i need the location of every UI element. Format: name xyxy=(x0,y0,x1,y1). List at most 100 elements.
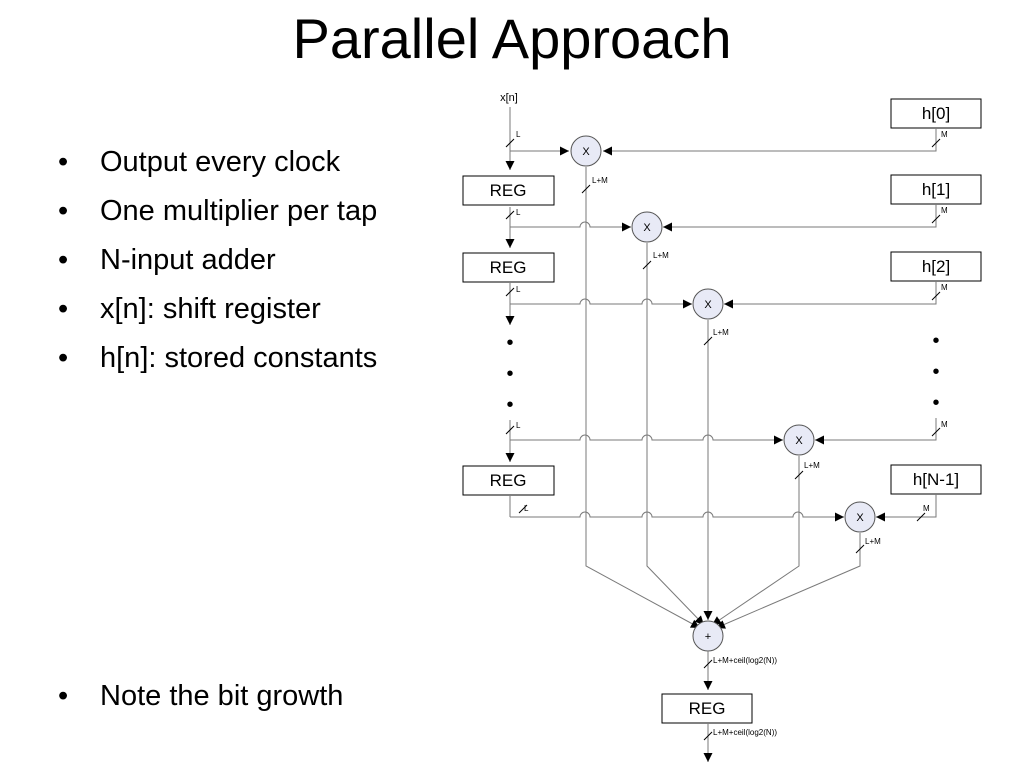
width-tick-product: L+M xyxy=(642,251,669,270)
width-tick-output: L+M+ceil(log2(N)) xyxy=(703,728,777,741)
coef-wire xyxy=(876,494,937,522)
bullet-marker: • xyxy=(58,195,69,227)
svg-text:L: L xyxy=(516,421,521,430)
multiplier-0: X xyxy=(570,135,602,167)
svg-text:M: M xyxy=(941,420,948,429)
svg-text:X: X xyxy=(582,146,590,158)
bullet-marker: • xyxy=(58,244,69,276)
bullet-text: h[n]: stored constants xyxy=(100,342,378,374)
product-wire xyxy=(646,243,705,626)
ellipsis-dot: • xyxy=(506,394,513,416)
output-register: REG xyxy=(661,693,753,724)
coef-wire xyxy=(724,281,937,309)
coef-wire xyxy=(815,418,937,445)
bullet-marker: • xyxy=(58,680,69,712)
product-wire xyxy=(711,456,800,626)
svg-text:h[2]: h[2] xyxy=(922,257,950,276)
coefficient-h1: h[1] xyxy=(890,174,982,205)
bullet-item: • Output every clock xyxy=(58,138,377,187)
coefficient-hN-1: h[N-1] xyxy=(890,464,982,495)
ellipsis-dot: • xyxy=(506,332,513,354)
width-tick-h: M xyxy=(931,206,948,224)
svg-text:L: L xyxy=(516,285,521,294)
svg-text:M: M xyxy=(941,283,948,292)
svg-text:L: L xyxy=(516,130,521,139)
svg-text:M: M xyxy=(941,130,948,139)
svg-text:X: X xyxy=(643,222,651,234)
bullet-text: x[n]: shift register xyxy=(100,293,321,325)
bullet-marker: • xyxy=(58,146,69,178)
width-tick-x: L xyxy=(518,504,529,514)
coef-wire xyxy=(663,204,937,232)
width-tick-product: L+M xyxy=(581,176,608,194)
bullet-text: One multiplier per tap xyxy=(100,195,378,227)
ellipsis-dot: • xyxy=(932,361,939,383)
width-tick-product: L+M xyxy=(703,328,729,346)
width-tick-x: L xyxy=(505,421,521,435)
svg-text:REG: REG xyxy=(689,699,726,718)
svg-text:L+M+ceil(log2(N)): L+M+ceil(log2(N)) xyxy=(713,656,777,665)
bullet-marker: • xyxy=(58,342,69,374)
width-tick-x: L xyxy=(505,208,521,220)
svg-text:L+M: L+M xyxy=(804,461,820,470)
svg-text:h[N-1]: h[N-1] xyxy=(913,470,959,489)
svg-text:M: M xyxy=(923,504,930,513)
width-tick-h: M xyxy=(931,130,948,148)
bullet-item: • N-input adder xyxy=(58,236,377,285)
svg-text:X: X xyxy=(795,435,803,447)
shift-register-n: REG xyxy=(462,465,555,496)
width-tick-product: L+M xyxy=(794,461,820,480)
bullet-text: Note the bit growth xyxy=(100,680,344,712)
adder: + xyxy=(692,620,724,652)
shift-register-1: REG xyxy=(462,252,555,283)
product-wire xyxy=(715,533,861,629)
svg-text:X: X xyxy=(856,512,864,524)
input-label: x[n] xyxy=(500,92,518,104)
width-tick-h: M xyxy=(916,504,930,522)
svg-text:L+M: L+M xyxy=(592,176,608,185)
multiplier-2: X xyxy=(692,288,724,320)
svg-text:L+M: L+M xyxy=(713,328,729,337)
multiplier-1: X xyxy=(631,211,663,243)
shift-register-0: REG xyxy=(462,175,555,206)
width-tick-h: M xyxy=(931,420,948,437)
bullet-item: • x[n]: shift register xyxy=(58,285,377,334)
bullet-text: N-input adder xyxy=(100,244,276,276)
width-tick-x: L xyxy=(505,130,521,148)
multiplier-n-2: X xyxy=(783,424,815,456)
slide-title: Parallel Approach xyxy=(292,7,732,70)
svg-text:+: + xyxy=(705,631,711,643)
svg-text:L+M: L+M xyxy=(653,251,669,260)
svg-text:L: L xyxy=(516,208,521,217)
bullet-list-bottom: • Note the bit growth xyxy=(58,672,343,721)
ellipsis-dot: • xyxy=(506,363,513,385)
register-label: REG xyxy=(490,181,527,200)
ellipsis-dot: • xyxy=(932,392,939,414)
svg-text:L+M: L+M xyxy=(865,537,881,546)
multiplier-n-1: X xyxy=(844,501,876,533)
width-tick-x: L xyxy=(505,285,521,297)
coef-wire xyxy=(603,128,937,156)
register-label: REG xyxy=(490,471,527,490)
svg-text:L+M+ceil(log2(N)): L+M+ceil(log2(N)) xyxy=(713,728,777,737)
tap-wire xyxy=(510,511,844,522)
svg-text:M: M xyxy=(941,206,948,215)
svg-text:h[0]: h[0] xyxy=(922,104,950,123)
tap-wire xyxy=(510,221,631,232)
width-tick-sum: L+M+ceil(log2(N)) xyxy=(703,656,777,669)
svg-text:X: X xyxy=(704,299,712,311)
bullet-item: • One multiplier per tap xyxy=(58,187,377,236)
svg-text:h[1]: h[1] xyxy=(922,180,950,199)
ellipsis-dot: • xyxy=(932,330,939,352)
coefficient-h2: h[2] xyxy=(890,251,982,282)
bullet-marker: • xyxy=(58,293,69,325)
tap-wire xyxy=(510,298,692,309)
width-tick-h: M xyxy=(931,283,948,301)
bullet-list: • Output every clock • One multiplier per … xyxy=(58,138,377,383)
register-label: REG xyxy=(490,258,527,277)
bullet-text: Output every clock xyxy=(100,146,341,178)
bullet-item: • h[n]: stored constants xyxy=(58,334,377,383)
coefficient-h0: h[0] xyxy=(890,98,982,129)
width-tick-product: L+M xyxy=(855,537,881,554)
